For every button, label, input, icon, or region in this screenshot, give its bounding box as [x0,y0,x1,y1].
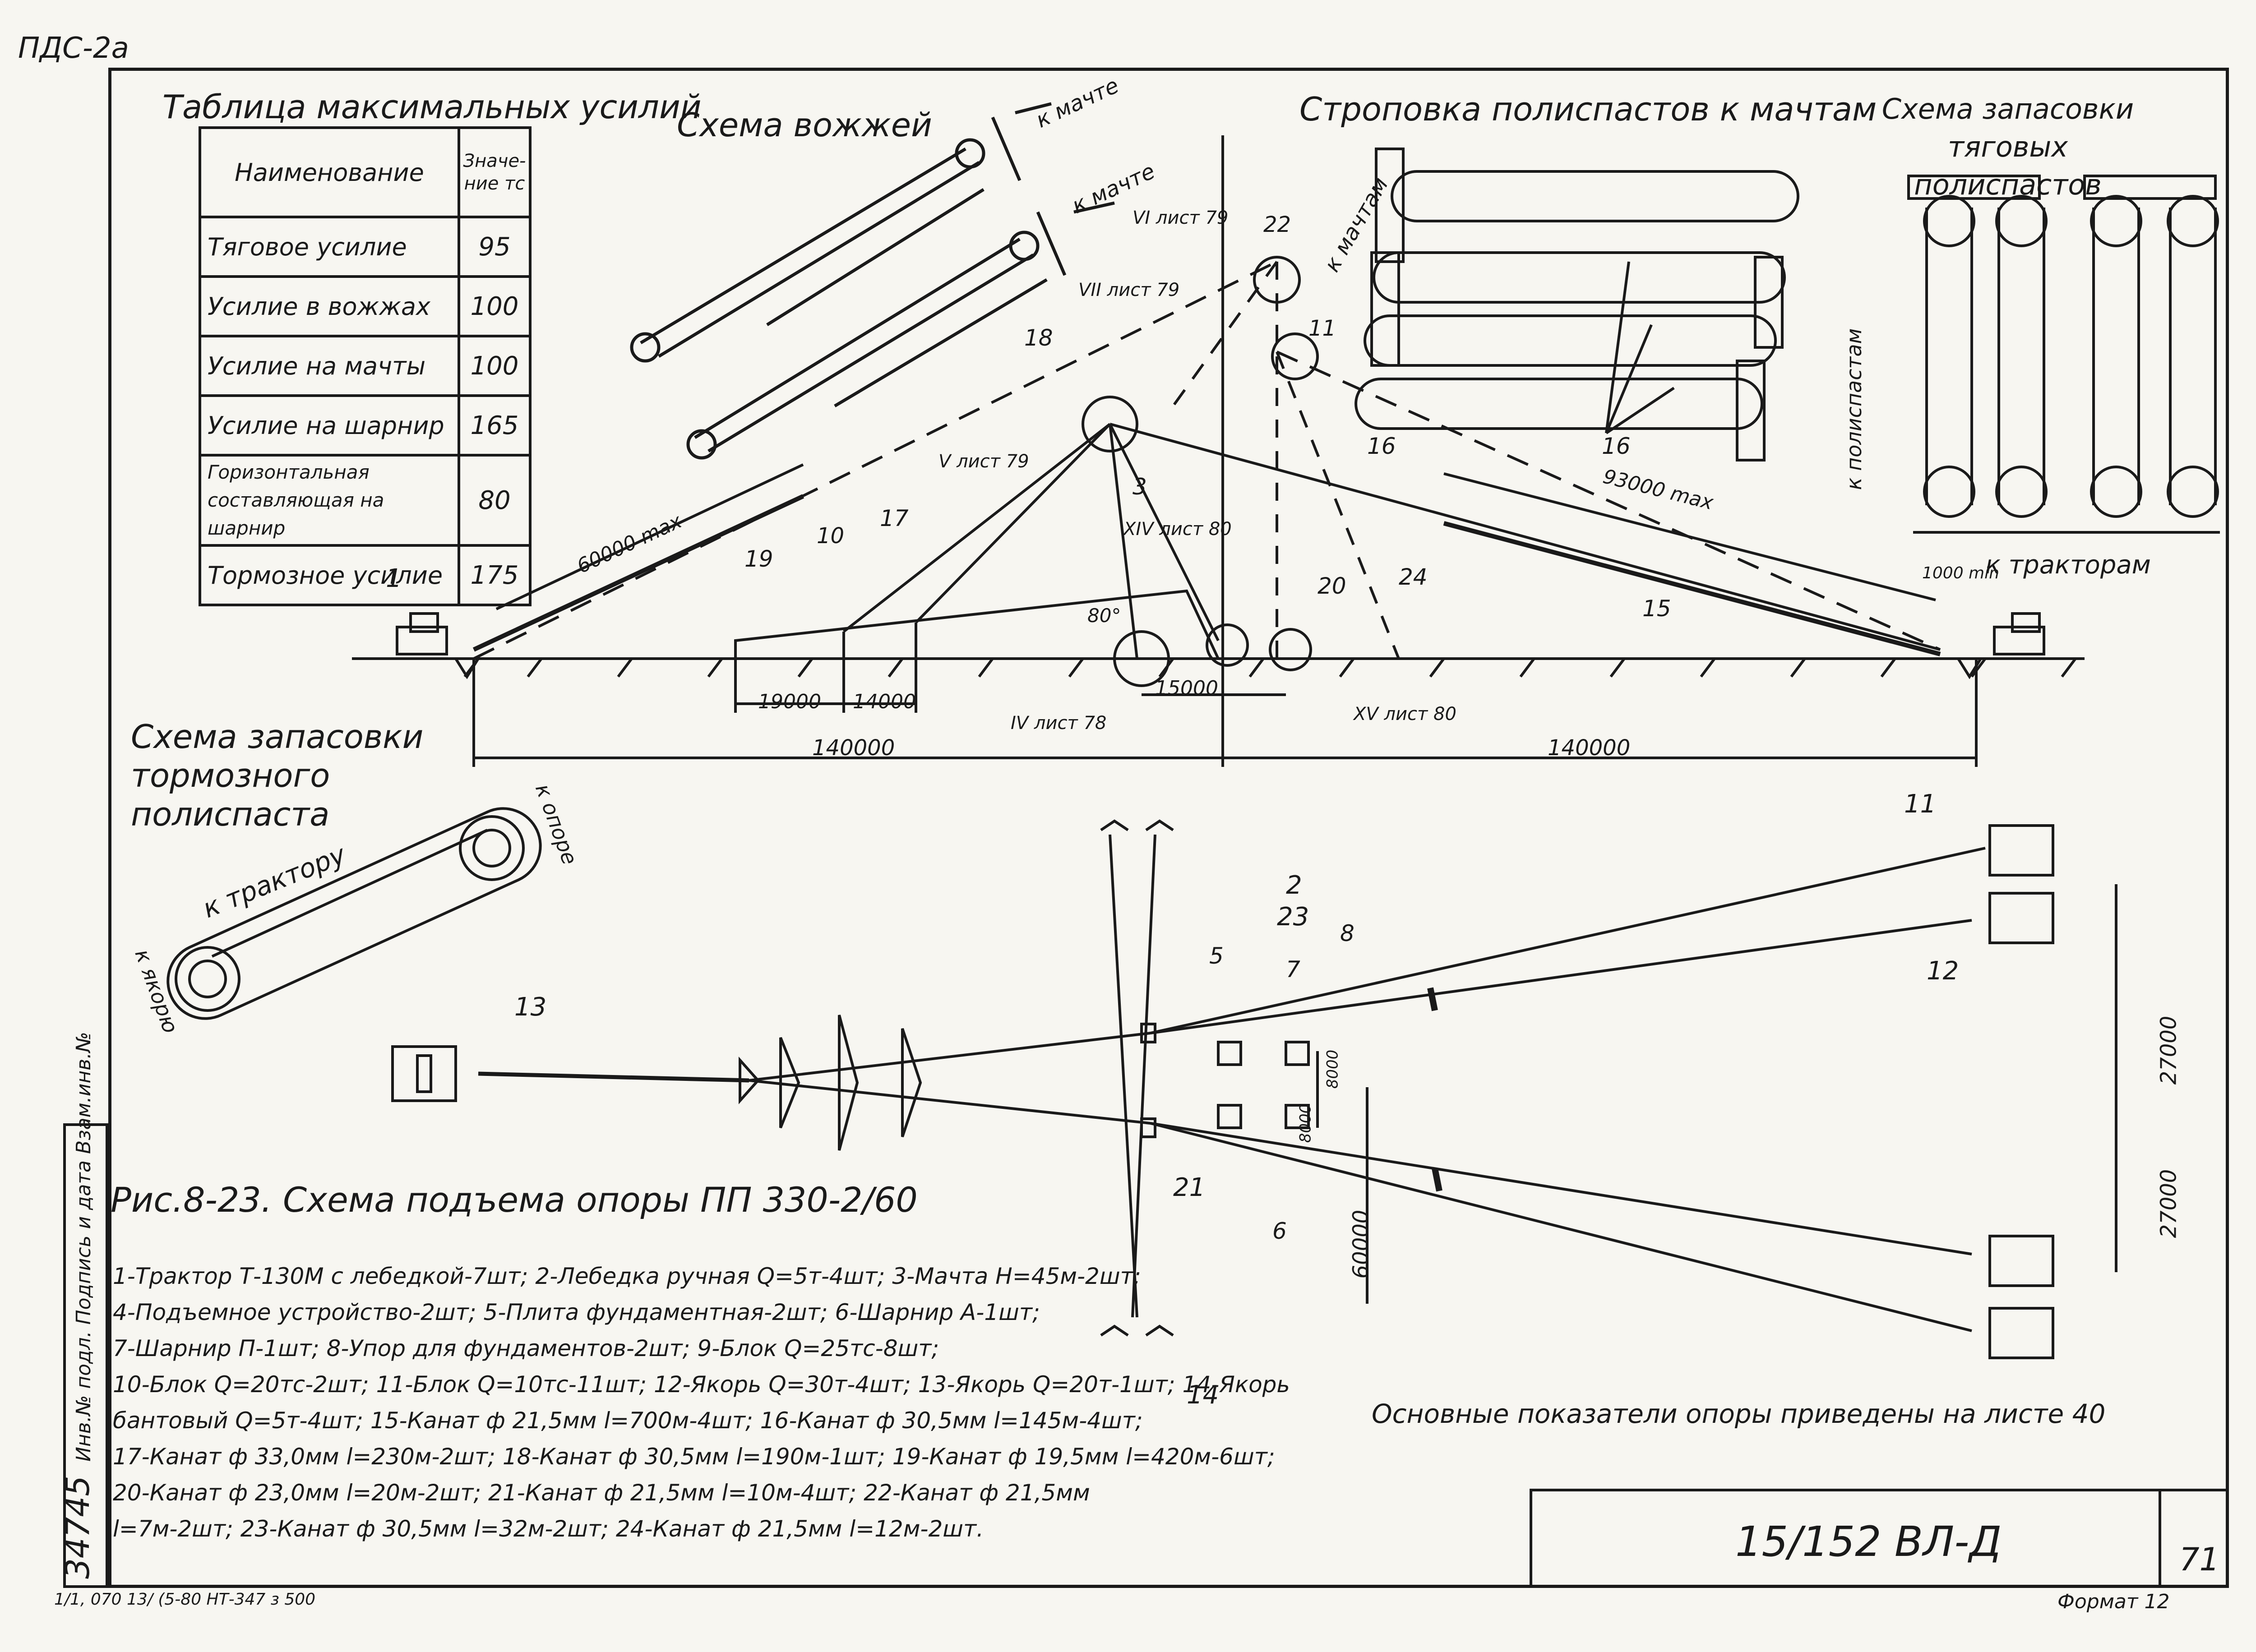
legend-line: 10-Блок Q=20тс-2шт; 11-Блок Q=10тс-11шт;… [113,1371,1290,1398]
angle-80: 80° [1087,605,1121,627]
format-label: Формат 12 [2057,1590,2170,1613]
label-to-tractors: к тракторам [1985,550,2151,580]
drawing-code: 15/152 ВЛ-Д [1735,1518,2002,1566]
table-cell-value: 100 [458,275,532,337]
figure-caption: Рис.8-23. Схема подъема опоры ПП 330-2/6… [111,1180,918,1220]
label-to-pulley: к полиспастам [1842,328,1867,490]
sheet-corner-label: ПДС-2а [18,32,129,65]
part-number: 20 [1318,573,1346,599]
part-number: 15 [1642,595,1671,622]
table-cell-name: Усилие на шарнир [199,394,460,457]
table-cell-name: Горизонтальная составляющая на шарнир [199,454,460,547]
reins-scheme-title: Схема вожжей [677,106,932,144]
brake-reeving-title: Схема запасовки тормозного полиспаста [131,718,424,833]
part-number: 18 [1024,325,1053,351]
traction-reeving-title: Схема запасовки тяговых полиспастов [1882,92,2134,201]
part-number: 12 [1927,956,1959,986]
legend-line: 20-Канат ф 23,0мм l=20м-2шт; 21-Канат ф … [113,1480,1090,1506]
dim-19000: 19000 [758,690,821,713]
legend-line: бантовый Q=5т-4шт; 15-Канат ф 21,5мм l=7… [113,1407,1143,1434]
part-number: 11 [1308,316,1336,341]
dim-15000: 15000 [1155,677,1218,700]
part-number: 22 [1263,212,1291,237]
table-header-value: Значе-ние тс [458,126,532,218]
table-cell-value: 100 [458,335,532,397]
force-table: Наименование Значе-ние тс Тяговое усилие… [199,126,532,606]
table-cell-value: 165 [458,394,532,457]
part-number: 16 [1602,433,1631,459]
table-header-row: Наименование Значе-ние тс [199,126,532,218]
bottom-stamp: 1/1, 070 13/ (5-80 НТ-347 з 500 [54,1590,316,1609]
part-number: 24 [1399,564,1428,590]
part-number: 1 [386,564,402,593]
ref-iv: IV лист 78 [1011,713,1107,734]
part-number: 11 [1904,789,1937,819]
dim-60000: 60000 [1348,1209,1374,1279]
ref-xiv: XIV лист 80 [1123,519,1232,540]
table-cell-value: 95 [458,216,532,278]
slinging-scheme [1355,148,1799,461]
table-cell-name: Тяговое усилие [199,216,460,278]
part-number: 13 [514,992,547,1022]
table-cell-value: 80 [458,454,532,547]
table-header-name: Наименование [199,126,460,218]
dim-27000-bottom: 27000 [2156,1169,2182,1238]
dim-14000: 14000 [853,690,916,713]
sheet-number: 71 [2179,1541,2220,1578]
dim-1000min: 1000 min [1922,564,1999,582]
table-cell-name: Усилие на мачты [199,335,460,397]
dim-8000-b: 8000 [1296,1103,1315,1143]
dim-27000-top: 27000 [2156,1015,2182,1085]
dim-8000-a: 8000 [1323,1049,1342,1089]
table-cell-name: Тормозное усилие [199,544,460,606]
traction-reeving-scheme [1907,175,2220,534]
part-number: 10 [817,523,845,549]
title-block: 15/152 ВЛ-Д 71 [1530,1489,2229,1588]
part-number: 6 [1272,1218,1287,1244]
force-table-title: Таблица максимальных усилий [162,88,702,126]
dim-140000-left: 140000 [812,735,895,761]
ref-v: V лист 79 [938,451,1029,472]
note-text: Основные показатели опоры приведены на л… [1372,1398,2106,1429]
ref-xv: XV лист 80 [1354,704,1456,724]
part-number: 8 [1340,920,1355,946]
part-number: 16 [1367,433,1396,459]
table-cell-value: 175 [458,544,532,606]
part-number: 19 [744,546,773,572]
legend-line: 7-Шарнир П-1шт; 8-Упор для фундаментов-2… [113,1335,939,1361]
dim-140000-right: 140000 [1548,735,1631,761]
part-number: 14 [1187,1380,1219,1410]
plan-view [391,819,2117,1359]
legend-line: l=7м-2шт; 23-Канат ф 30,5мм l=32м-2шт; 2… [113,1516,984,1542]
sheet-number-cell: 71 [2159,1491,2226,1585]
part-number: 23 [1277,902,1309,932]
reins-scheme [630,102,1115,460]
part-number: 7 [1286,956,1300,983]
legend-line: 1-Трактор Т-130М с лебедкой-7шт; 2-Лебед… [113,1263,1141,1289]
ref-vii: VII лист 79 [1078,280,1180,300]
part-number: 21 [1173,1173,1206,1202]
legend-line: 17-Канат ф 33,0мм l=230м-2шт; 18-Канат ф… [113,1444,1275,1470]
elevation-view [352,135,2085,767]
part-number: 3 [1133,474,1147,500]
slinging-scheme-title: Строповка полиспастов к мачтам [1299,90,1877,128]
part-number: 5 [1209,943,1224,969]
ref-vi: VI лист 79 [1133,208,1229,228]
side-stamp-strip [63,1123,108,1588]
table-cell-name: Усилие в вожжах [199,275,460,337]
legend-line: 4-Подъемное устройство-2шт; 5-Плита фунд… [113,1299,1040,1325]
brake-reeving-scheme [166,807,542,1020]
part-number: 17 [880,505,909,531]
drawing-frame [108,68,2229,1588]
part-number: 2 [1286,871,1302,900]
